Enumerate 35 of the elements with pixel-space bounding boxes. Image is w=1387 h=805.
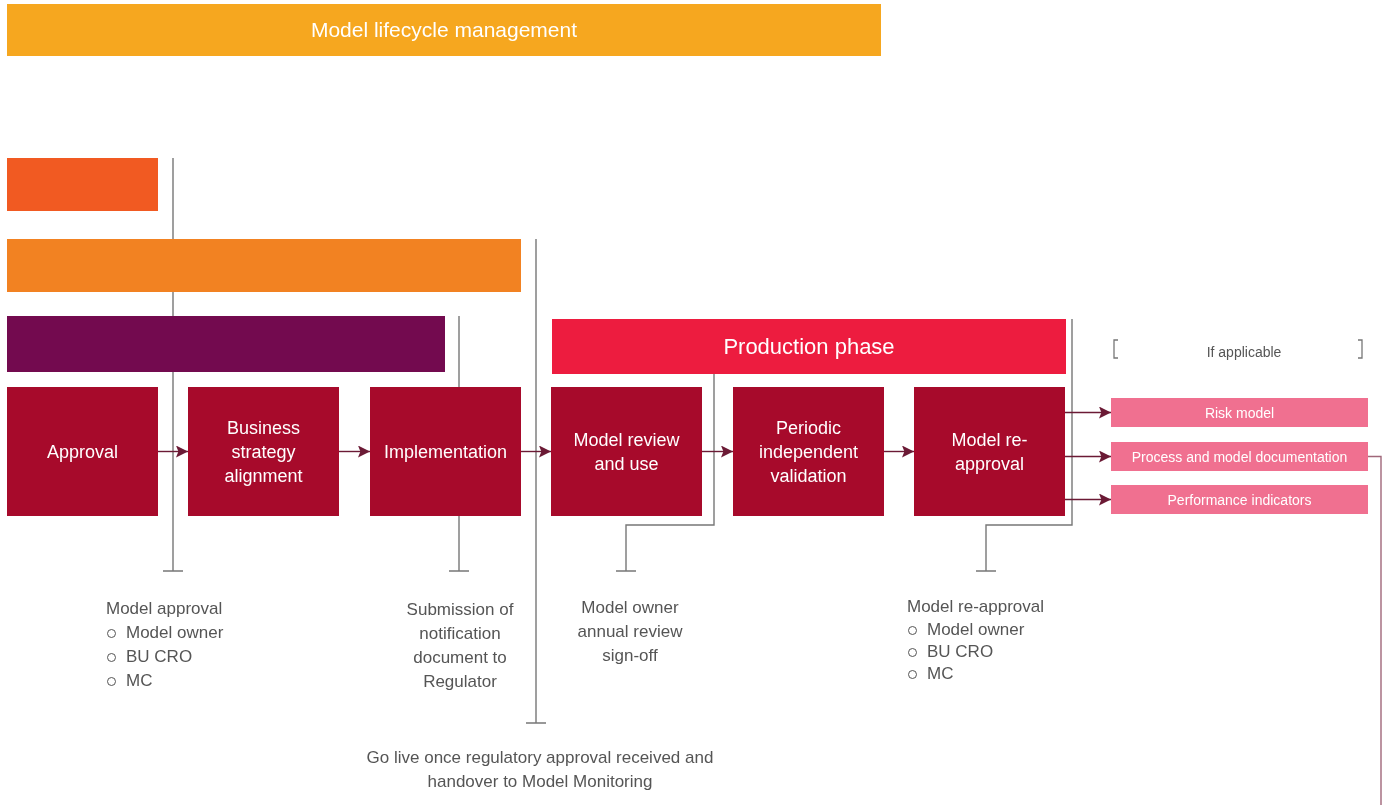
milestone-text: Model re-approval bbox=[907, 596, 1044, 618]
milestone-text: MC bbox=[927, 663, 954, 685]
process-box: Periodic independent validation bbox=[733, 387, 884, 516]
output-box: Performance indicators bbox=[1111, 485, 1368, 514]
process-box: Implementation bbox=[370, 387, 521, 516]
phase-bar bbox=[7, 158, 158, 211]
milestone-text: Go live once regulatory approval received and handover to Model Monitoring bbox=[365, 747, 715, 793]
arrow bbox=[1064, 406, 1112, 419]
milestone-text: BU CRO bbox=[126, 646, 193, 668]
header-bar: Model lifecycle management bbox=[7, 4, 881, 56]
output-box: Risk model bbox=[1111, 398, 1368, 427]
phase-bar bbox=[7, 239, 521, 292]
arrow bbox=[883, 445, 915, 458]
milestone-text: Submission of notification document to Regulator bbox=[405, 599, 515, 693]
process-box: Model re-approval bbox=[914, 387, 1065, 516]
milestone-text: MC bbox=[126, 670, 153, 692]
arrow bbox=[1064, 450, 1112, 463]
arrow bbox=[1064, 493, 1112, 506]
arrow bbox=[157, 445, 189, 458]
milestone-text: BU CRO bbox=[927, 641, 994, 663]
process-box: Model review and use bbox=[551, 387, 702, 516]
milestone-text: Model approval bbox=[106, 598, 223, 620]
arrow bbox=[520, 445, 552, 458]
phase-bar bbox=[7, 316, 445, 372]
output-box: Process and model documentation bbox=[1111, 442, 1368, 471]
milestone-text: Model owner annual review sign-off bbox=[576, 597, 684, 667]
process-box: Business strategy alignment bbox=[188, 387, 339, 516]
phase-bar: Production phase bbox=[552, 319, 1066, 374]
note-text: If applicable bbox=[1205, 343, 1283, 362]
process-box: Approval bbox=[7, 387, 158, 516]
milestone-text: Model owner bbox=[126, 622, 224, 644]
milestone-text: Model owner bbox=[927, 619, 1025, 641]
arrow bbox=[701, 445, 734, 458]
arrow bbox=[338, 445, 371, 458]
connector-line bbox=[1367, 455, 1382, 805]
